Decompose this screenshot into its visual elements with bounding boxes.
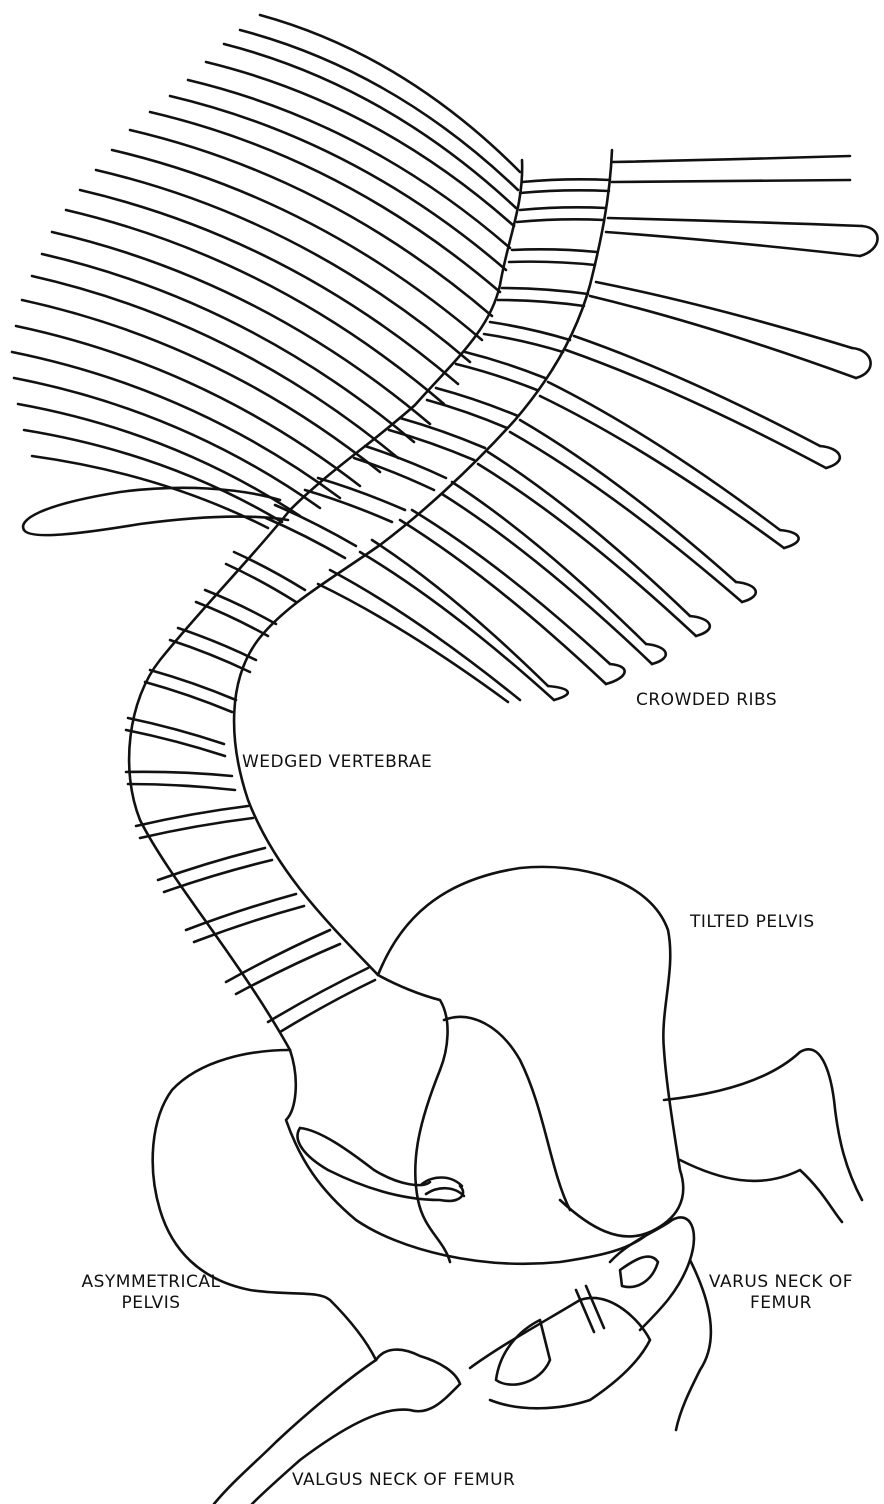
right-rib-15 [452, 482, 646, 644]
vertebral-disc-line-10-1 [318, 478, 405, 510]
label-varus-line2: FEMUR [688, 1293, 874, 1314]
vertebral-disc-line-9-2 [354, 458, 434, 490]
vertebral-disc-line-8-2 [389, 430, 474, 460]
right-rib-21 [330, 570, 520, 700]
vertebral-disc-line-2-2 [517, 219, 604, 222]
vertebral-disc-line-1-2 [520, 190, 609, 193]
vertebral-disc-line-3-1 [512, 249, 597, 252]
ribs-right [318, 156, 878, 702]
obturator-left-hole [496, 1320, 550, 1385]
right-rib-5 [596, 282, 852, 348]
vertebral-disc-line-6-1 [465, 352, 545, 378]
right-rib-2 [612, 180, 850, 182]
right-rib-12 [510, 432, 742, 602]
vertebral-disc-line-14-1 [178, 628, 256, 660]
right-rib-hook-5 [852, 348, 871, 378]
vertebral-disc-line-8-1 [400, 418, 485, 448]
right-rib-1 [612, 156, 850, 162]
sacral-edge [378, 975, 448, 1070]
left-rib-16 [22, 300, 380, 472]
vertebral-disc-line-5-2 [484, 334, 563, 352]
right-hip-lower [680, 1160, 842, 1222]
ribs-left [12, 15, 520, 535]
vertebral-disc-line-4-1 [502, 288, 588, 294]
obturator-right-hole [620, 1257, 658, 1287]
pelvic-brim [286, 1050, 650, 1264]
right-rib-hook-9 [780, 530, 799, 548]
vertebral-disc-line-3-2 [509, 262, 595, 265]
left-rib-21 [24, 430, 282, 522]
vertebral-disc-line-13-2 [196, 602, 268, 636]
pelvis [153, 867, 862, 1504]
vertebral-disc-line-20-2 [194, 906, 304, 942]
tilted-ilium-outline [378, 867, 683, 1237]
pubic-rami [470, 1298, 650, 1408]
vertebral-disc-line-16-1 [128, 718, 224, 744]
coccyx-rings [422, 1178, 464, 1197]
vertebral-disc-line-14-2 [170, 640, 250, 672]
right-rib-hook-3 [860, 226, 878, 256]
right-rib-hook-7 [820, 446, 840, 468]
vertebral-disc-line-17-2 [128, 784, 235, 790]
vertebral-disc-line-12-1 [234, 552, 305, 590]
iliac-inner-curve [444, 1017, 570, 1210]
vertebral-disc-line-12-2 [226, 564, 296, 602]
sacral-crescent-inner [300, 1128, 430, 1185]
right-rib-22 [318, 584, 508, 702]
vertebral-disc-line-19-2 [164, 860, 272, 892]
label-asymmetrical-line1: ASYMMETRICAL [56, 1272, 246, 1293]
vertebral-disc-line-17-1 [126, 772, 232, 776]
right-rib-20 [360, 552, 554, 700]
vertebral-disc-line-2-1 [520, 207, 606, 210]
right-rib-9 [548, 382, 780, 530]
vertebral-disc-line-15-2 [145, 682, 232, 712]
vertebral-disc-line-1-1 [522, 179, 610, 182]
vertebral-disc-line-6-2 [456, 364, 537, 390]
pubic-symphysis [576, 1286, 604, 1332]
vertebral-disc-line-7-1 [436, 388, 518, 416]
label-valgus-neck: VALGUS NECK OF FEMUR [292, 1470, 515, 1491]
label-crowded-ribs: CROWDED RIBS [636, 690, 777, 711]
left-femoral-head [376, 1350, 460, 1384]
sacrum-left-edge [415, 1070, 450, 1262]
right-rib-16 [442, 494, 652, 664]
vertebral-disc-line-16-2 [126, 730, 225, 756]
vertebral-disc-line-7-2 [427, 400, 507, 428]
spine-right-border [234, 150, 612, 975]
vertebral-disc-line-15-1 [150, 670, 236, 700]
vertebral-disc-line-11-2 [266, 518, 345, 558]
right-rib-14 [478, 464, 696, 636]
vertebral-disc-line-22-1 [268, 968, 368, 1022]
left-rib-18 [12, 352, 340, 498]
label-asymmetrical-line2: PELVIS [56, 1293, 246, 1314]
label-asymmetrical-pelvis: ASYMMETRICAL PELVIS [56, 1272, 246, 1314]
right-rib-hook-17 [606, 664, 625, 684]
right-rib-18 [400, 520, 606, 684]
vertebral-disc-line-13-1 [205, 590, 276, 624]
label-tilted-pelvis: TILTED PELVIS [690, 912, 815, 933]
right-rib-4 [606, 232, 860, 256]
label-varus-neck: VARUS NECK OF FEMUR [688, 1272, 874, 1314]
right-rib-3 [608, 218, 862, 226]
vertebral-disc-line-4-2 [498, 300, 584, 306]
right-rib-8 [566, 350, 826, 468]
vertebral-disc-line-11-1 [275, 505, 356, 546]
right-hip-upper [664, 1049, 862, 1200]
vertebral-disc-line-18-1 [136, 806, 248, 826]
label-varus-line1: VARUS NECK OF [688, 1272, 874, 1293]
label-wedged-vertebrae: WEDGED VERTEBRAE [242, 752, 432, 773]
vertebral-disc-line-9-1 [365, 446, 446, 478]
